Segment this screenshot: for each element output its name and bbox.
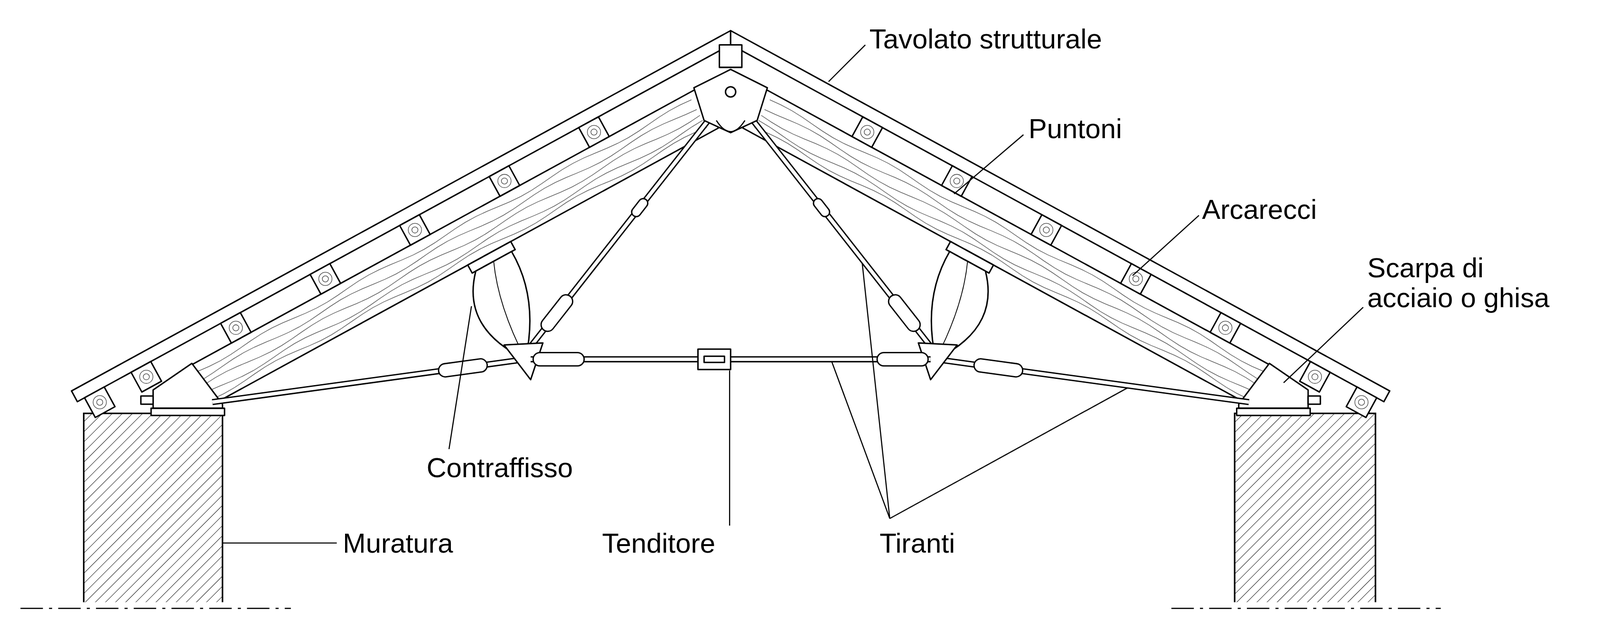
wood-grain [202, 109, 697, 380]
purlin-grain [318, 271, 333, 286]
break-line [20, 607, 291, 609]
purlin-grain [1222, 324, 1229, 331]
rod-sleeve [629, 196, 650, 219]
part-label: Tenditore [601, 527, 716, 559]
wood-grain [208, 120, 703, 391]
part-label: Contraffisso [426, 452, 573, 483]
purlin-grain [1358, 399, 1365, 406]
leader-line [954, 134, 1024, 195]
shoe-plate [1236, 408, 1311, 416]
purlin-grain [950, 174, 964, 188]
purlin-grain [1043, 226, 1050, 234]
masonry-wall [1234, 413, 1376, 618]
purlin [851, 116, 883, 148]
purlin-grain [408, 223, 422, 237]
purlin-grain [590, 129, 598, 136]
leader-line [828, 45, 866, 82]
purlin-grain [1308, 370, 1322, 384]
purlin-grain [497, 174, 512, 188]
shoe-bolt [140, 395, 154, 404]
purlin-grain [143, 373, 150, 380]
rod-sleeve [538, 291, 576, 334]
purlin-grain [501, 177, 508, 185]
leader-line [1132, 215, 1199, 276]
purlin-grain [1129, 271, 1143, 286]
wood-grain [761, 115, 1257, 384]
purlin-grain [411, 226, 419, 234]
roof-boarding [730, 30, 1390, 402]
purlin [309, 263, 341, 294]
purlin-grain [587, 125, 601, 139]
purlin-grain [139, 370, 153, 384]
purlin [1030, 214, 1062, 245]
wood-grain [764, 109, 1259, 380]
rod-sleeve [877, 352, 928, 366]
purlin-grain [232, 324, 239, 331]
rod-sleeve [973, 357, 1024, 378]
purlin-grain [1354, 395, 1368, 409]
purlin [1346, 386, 1377, 418]
tie-rod-core [528, 91, 731, 349]
wall-break [1163, 601, 1450, 623]
rod-sleeve [885, 291, 923, 334]
part-label: Tiranti [879, 527, 955, 559]
part-label: Tavolato strutturale [869, 23, 1103, 55]
ridge-purlin [719, 45, 742, 68]
purlin-grain [1311, 373, 1319, 380]
part-label: Puntoni [1028, 113, 1123, 144]
masonry-wall [83, 413, 223, 618]
purlin [399, 214, 431, 245]
wall-break [20, 601, 296, 623]
purlin [84, 386, 115, 418]
purlin-grain [864, 129, 871, 136]
leader-line [449, 306, 472, 450]
shoe-bolt [1308, 395, 1321, 404]
purlin-grain [953, 177, 960, 185]
roof-boarding [71, 30, 731, 402]
leader-line [729, 370, 730, 526]
leader-line [889, 387, 1128, 519]
part-label: Muratura [342, 527, 453, 559]
rod-sleeve [533, 352, 584, 366]
part-label: Arcarecci [1202, 194, 1318, 225]
shoe-plate [150, 408, 225, 416]
strut [473, 251, 531, 360]
purlin-grain [229, 320, 243, 335]
strut [931, 251, 989, 360]
apex-pin [725, 86, 736, 97]
apex-shoe-curve [716, 120, 745, 132]
break-line [1171, 607, 1441, 609]
purlin-grain [1218, 320, 1233, 335]
turnbuckle [698, 348, 731, 370]
leader-line [1283, 307, 1364, 383]
purlin-grain [1039, 223, 1054, 237]
purlin-grain [322, 275, 329, 282]
rod-sleeve [811, 196, 832, 219]
purlin [1210, 312, 1241, 343]
tie-rod-core [730, 91, 933, 349]
purlin-grain [860, 125, 874, 139]
leader-line [831, 361, 890, 519]
purlin [578, 116, 609, 148]
purlin-grain [96, 399, 103, 406]
purlin-grain [1132, 275, 1140, 282]
wood-grain [205, 115, 701, 384]
wood-grain [758, 120, 1253, 391]
steel-shoe [153, 363, 223, 409]
leader-line [222, 542, 337, 543]
part-label: Scarpa di acciaio o ghisa [1367, 252, 1555, 314]
purlin [489, 165, 520, 197]
tie-rod [730, 91, 933, 349]
apex-shoe [693, 69, 768, 133]
purlin [1120, 263, 1151, 294]
turnbuckle-slot [703, 355, 725, 363]
purlin-grain [93, 395, 107, 409]
tie-rod [528, 91, 731, 349]
purlin [220, 312, 252, 343]
